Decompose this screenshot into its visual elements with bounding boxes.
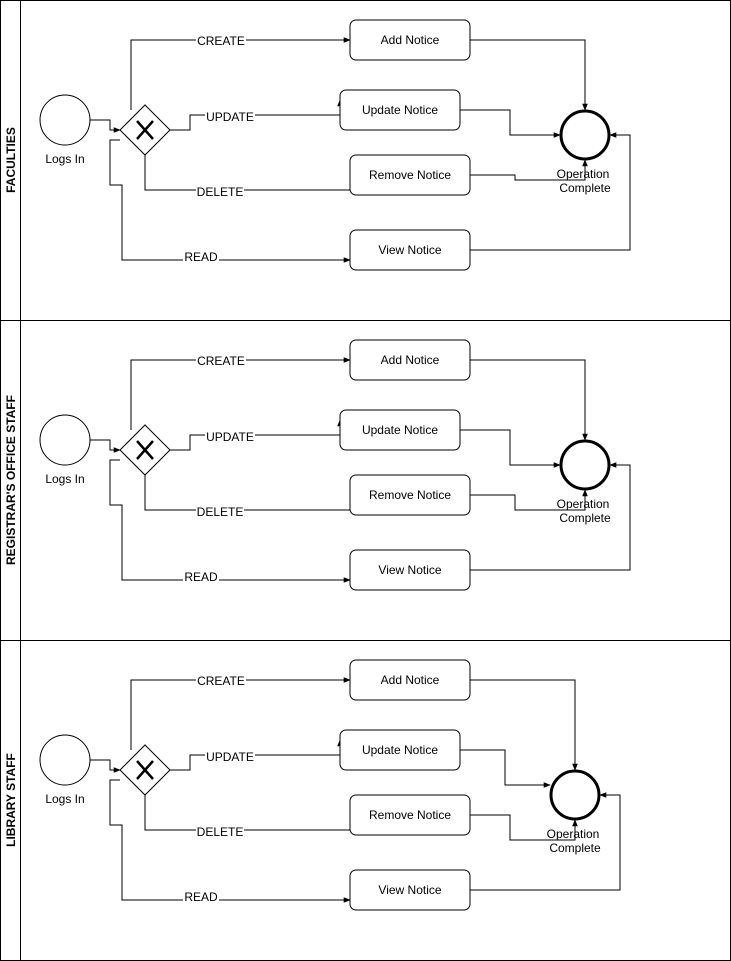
exclusive-gateway-icon	[119, 424, 171, 476]
start-event-label: Logs In	[45, 792, 84, 806]
flow-label-create: CREATE	[197, 34, 245, 48]
end-event-circle	[559, 439, 611, 491]
edge-delete	[144, 795, 350, 831]
flow-label-create: CREATE	[197, 354, 245, 368]
lane-library-staff: LIBRARY STAFF CREATE UPDATE DELETE READ …	[0, 640, 731, 961]
edge-updatebox-to-end	[460, 749, 551, 788]
task-add-notice[interactable]: Add Notice	[349, 659, 471, 701]
task-label: Add Notice	[381, 353, 440, 367]
edge-read	[109, 459, 351, 583]
start-event-circle	[39, 94, 91, 146]
edge-create	[130, 37, 351, 110]
flow-label-delete: DELETE	[197, 505, 244, 519]
end-event-label-line2: Complete	[549, 841, 601, 855]
lane-title: REGISTRAR'S OFFICE STAFF	[4, 395, 18, 565]
edge-create	[130, 357, 351, 430]
edge-updatebox-to-end	[460, 109, 561, 138]
exclusive-gateway-icon	[119, 744, 171, 796]
task-label: Add Notice	[381, 33, 440, 47]
task-label: Update Notice	[362, 423, 438, 437]
task-update-notice[interactable]: Update Notice	[339, 89, 461, 131]
edge-read	[109, 139, 351, 263]
task-label: View Notice	[378, 563, 441, 577]
flow-label-update: UPDATE	[206, 750, 254, 764]
end-event-label-line2: Complete	[559, 511, 611, 525]
lane-registrars-office-staff: REGISTRAR'S OFFICE STAFF CREATE UPDATE D…	[0, 320, 731, 641]
task-update-notice[interactable]: Update Notice	[339, 729, 461, 771]
lane-title: FACULTIES	[4, 127, 18, 193]
flow-label-delete: DELETE	[197, 185, 244, 199]
edge-remove-to-end	[470, 814, 578, 841]
end-event-circle	[559, 109, 611, 161]
edge-view-to-end	[470, 132, 631, 251]
task-add-notice[interactable]: Add Notice	[349, 339, 471, 381]
end-event-circle	[549, 769, 601, 821]
edge-add-to-end	[470, 39, 588, 111]
task-label: Remove Notice	[369, 168, 451, 182]
end-event-label-line1: Operation	[547, 827, 600, 841]
flow-label-read: READ	[184, 250, 218, 264]
task-update-notice[interactable]: Update Notice	[339, 409, 461, 451]
lane-title: LIBRARY STAFF	[4, 753, 18, 847]
start-event-label: Logs In	[45, 152, 84, 166]
end-event-label-line2: Complete	[559, 181, 611, 195]
start-event-circle	[39, 734, 91, 786]
task-label: Add Notice	[381, 673, 440, 687]
edge-delete	[144, 475, 350, 511]
start-event-circle	[39, 414, 91, 466]
edge-view-to-end	[470, 792, 621, 891]
task-view-notice[interactable]: View Notice	[349, 229, 471, 271]
task-label: View Notice	[378, 243, 441, 257]
edge-start-to-gateway	[90, 439, 121, 453]
flow-label-update: UPDATE	[206, 110, 254, 124]
end-event-label-line1: Operation	[557, 497, 610, 511]
flow-label-update: UPDATE	[206, 430, 254, 444]
edge-read	[109, 779, 351, 903]
task-remove-notice[interactable]: Remove Notice	[349, 474, 471, 516]
task-label: Update Notice	[362, 743, 438, 757]
task-label: View Notice	[378, 883, 441, 897]
task-label: Update Notice	[362, 103, 438, 117]
task-view-notice[interactable]: View Notice	[349, 869, 471, 911]
task-remove-notice[interactable]: Remove Notice	[349, 154, 471, 196]
edge-updatebox-to-end	[460, 429, 561, 468]
flow-label-create: CREATE	[197, 674, 245, 688]
end-event-label-line1: Operation	[557, 167, 610, 181]
edge-remove-to-end	[470, 159, 588, 181]
edge-start-to-gateway	[90, 119, 121, 133]
start-event-label: Logs In	[45, 472, 84, 486]
task-add-notice[interactable]: Add Notice	[349, 19, 471, 61]
edge-add-to-end	[470, 359, 588, 441]
edge-delete	[144, 155, 350, 191]
task-view-notice[interactable]: View Notice	[349, 549, 471, 591]
edge-remove-to-end	[470, 489, 588, 511]
lane-faculties: FACULTIES CREATE UPDATE DELETE READ Logs…	[0, 0, 731, 321]
edge-view-to-end	[470, 462, 631, 571]
task-label: Remove Notice	[369, 488, 451, 502]
task-label: Remove Notice	[369, 808, 451, 822]
edge-start-to-gateway	[90, 759, 121, 773]
flow-label-read: READ	[184, 570, 218, 584]
edge-add-to-end	[470, 679, 578, 771]
edge-create	[130, 677, 351, 750]
exclusive-gateway-icon	[119, 104, 171, 156]
flow-label-delete: DELETE	[197, 825, 244, 839]
flow-label-read: READ	[184, 890, 218, 904]
task-remove-notice[interactable]: Remove Notice	[349, 794, 471, 836]
